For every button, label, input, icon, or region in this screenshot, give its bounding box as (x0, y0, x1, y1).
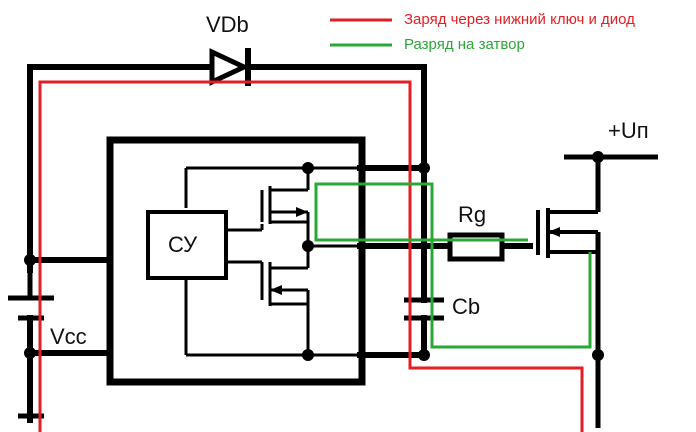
vcc-label: Vcc (50, 324, 87, 349)
ic-internal-wiring (184, 166, 360, 357)
legend-label-discharge: Разряд на затвор (404, 36, 525, 53)
charge-path (38, 80, 584, 432)
mosfet-arrow (548, 227, 560, 237)
junction-nodes (24, 151, 604, 361)
power-mosfet (536, 154, 658, 428)
diode-label: VDb (206, 12, 249, 37)
lower-transistor-arrow (270, 285, 282, 295)
diode-vdb (209, 48, 251, 86)
battery-vcc (8, 270, 54, 321)
driver-ic-box (106, 136, 366, 386)
upper-transistor-arrow (296, 207, 308, 217)
control-unit-box (146, 210, 228, 280)
legend-label-charge: Заряд через нижний ключ и диод (404, 11, 635, 28)
resistor-label: Rg (458, 202, 487, 227)
control-unit-label: СУ (168, 232, 198, 257)
black-wiring (27, 64, 533, 423)
capacitor-label: Cb (452, 294, 481, 319)
discharge-path (314, 182, 528, 345)
discharge-return-path (430, 252, 592, 349)
supply-positive-label: +Uп (608, 118, 649, 143)
